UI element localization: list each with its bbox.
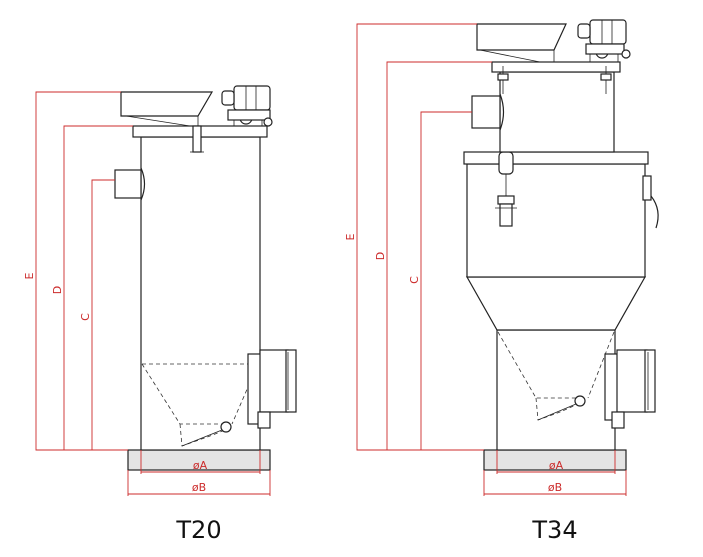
t34-cone — [465, 276, 647, 331]
t34-filter-column — [499, 71, 615, 153]
t20-dimension-e-label: E — [23, 272, 36, 279]
t34-upper-drum — [466, 163, 646, 278]
t34-solenoid-valve — [577, 19, 631, 62]
t34-dimension-c-label: C — [408, 276, 421, 284]
t34-discharge-flange — [604, 349, 656, 429]
t20-filter-housing — [120, 91, 214, 117]
t34-clamp — [495, 151, 517, 227]
t34-dimension-a-label: øA — [549, 459, 564, 472]
t20-receiver-drawing — [114, 85, 297, 471]
t20-discharge-flap-pivot — [220, 421, 232, 433]
t34-dimension-e-label: E — [344, 233, 357, 240]
t34-dimension-d-label: D — [374, 252, 387, 260]
t20-dimension-a-label: øA — [193, 459, 208, 472]
t20-vacuum-pipe — [192, 125, 202, 153]
t20-model-label: T20 — [175, 516, 221, 544]
t34-dimension-lines — [356, 23, 627, 496]
t34-lower-cylinder — [496, 329, 616, 451]
t20-dimension-lines — [35, 91, 271, 496]
t34-model-label: T34 — [531, 516, 577, 544]
t34-receiver-drawing — [463, 19, 659, 471]
t34-side-latch — [642, 175, 659, 229]
t34-lid-bolts — [497, 66, 612, 94]
t20-dimension-d-label: D — [51, 286, 64, 294]
t20-material-inlet — [114, 167, 146, 201]
t34-material-inlet — [471, 93, 505, 131]
t34-filter-housing — [476, 23, 567, 51]
t20-dimension-b-label: øB — [192, 481, 206, 494]
t20-dimension-c-label: C — [79, 313, 92, 321]
t34-dimension-b-label: øB — [548, 481, 562, 494]
t34-lid — [491, 61, 621, 73]
t34-discharge-flap-pivot — [574, 395, 586, 407]
t20-discharge-flange — [247, 349, 297, 429]
t20-solenoid-valve — [221, 85, 273, 127]
t34-drum-rim — [463, 151, 649, 165]
t20-body — [140, 136, 261, 451]
